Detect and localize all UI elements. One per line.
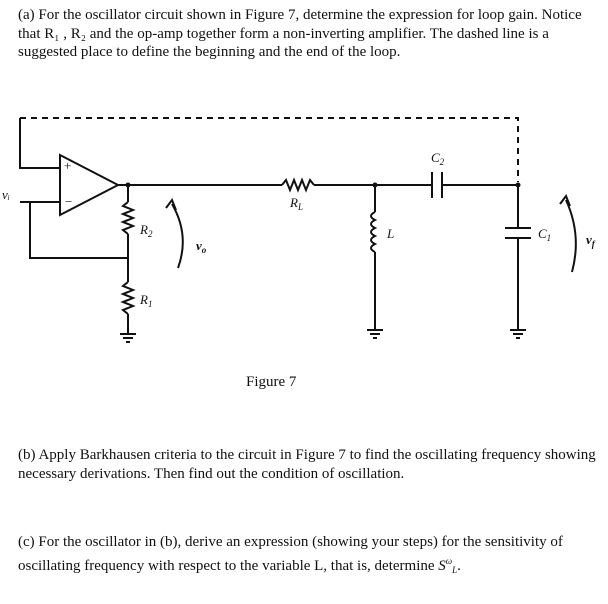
sensitivity-symbol: SωL <box>438 555 458 575</box>
minus-label: − <box>65 194 73 209</box>
part-a-text: For the oscillator circuit shown in Figu… <box>18 7 582 60</box>
vf-arrow <box>565 199 577 273</box>
r2-resistor <box>120 201 136 235</box>
c2-label: C2 <box>431 150 445 167</box>
r2-label: R2 <box>140 222 153 239</box>
question-part-a: (a) For the oscillator circuit shown in … <box>18 6 603 62</box>
part-a-label: (a) <box>18 7 35 23</box>
part-b-text: Apply Barkhausen criteria to the circuit… <box>18 447 596 482</box>
vo-label: vo <box>196 238 207 255</box>
part-c-label: (c) <box>18 534 35 550</box>
figure-caption: Figure 7 <box>246 374 297 390</box>
question-part-c: (c) For the oscillator in (b), derive an… <box>18 534 563 575</box>
l-label: L <box>387 226 395 241</box>
l-inductor <box>370 211 378 253</box>
vo-arrow <box>171 203 184 269</box>
r1-resistor <box>120 281 136 315</box>
c1-label: C1 <box>538 226 552 243</box>
vi-label: vᵢ <box>2 187 10 202</box>
part-c-text: For the oscillator in (b), derive an exp… <box>18 534 563 574</box>
question-part-b: (b) Apply Barkhausen criteria to the cir… <box>18 446 603 483</box>
r1-label: R1 <box>140 292 153 309</box>
plus-label: + <box>64 158 72 173</box>
rl-label: RL <box>290 195 303 212</box>
part-b-label: (b) <box>18 447 36 463</box>
vf-label: vf <box>586 232 595 249</box>
rl-resistor <box>281 177 315 193</box>
